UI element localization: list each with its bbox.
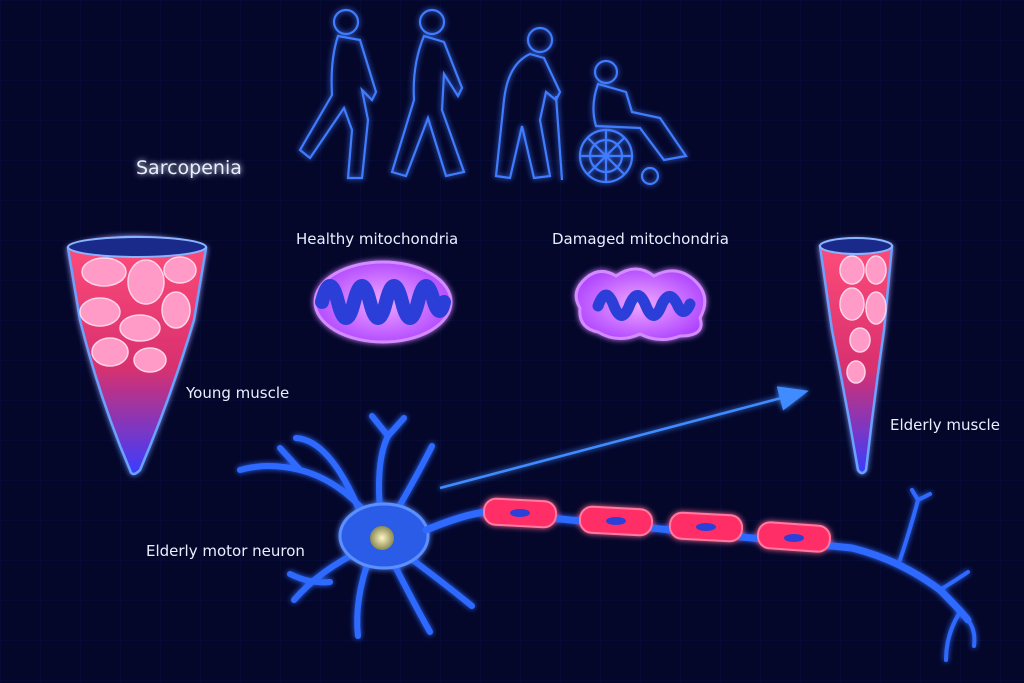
walking-person-2-icon — [390, 8, 466, 178]
healthy-mitochondria — [313, 260, 453, 344]
aging-silhouettes — [298, 8, 688, 186]
motor-neuron-label: Elderly motor neuron — [146, 542, 305, 560]
healthy-mito-label: Healthy mitochondria — [296, 230, 458, 248]
young-muscle-label: Young muscle — [185, 384, 289, 402]
walking-person-icon — [298, 8, 378, 180]
elderly-muscle — [818, 237, 894, 475]
arrow-neuron-to-muscle — [439, 386, 809, 490]
wheelchair-person-icon — [578, 59, 688, 186]
elderly-muscle-label: Elderly muscle — [890, 416, 1000, 434]
elderly-cane-person-icon — [494, 26, 564, 181]
motor-neuron — [237, 413, 977, 662]
damaged-mitochondria — [574, 267, 707, 341]
young-muscle — [66, 235, 208, 476]
diagram-title: Sarcopenia — [136, 157, 242, 179]
damaged-mito-label: Damaged mitochondria — [552, 230, 729, 248]
